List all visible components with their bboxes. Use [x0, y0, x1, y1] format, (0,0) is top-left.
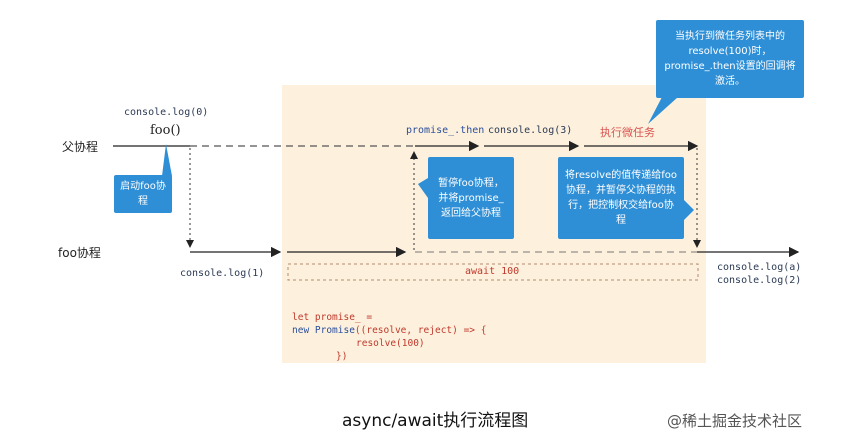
lane-label-parent: 父协程: [62, 140, 99, 154]
callout-pointer: [648, 97, 678, 124]
code-line-4: }): [336, 351, 348, 362]
label-log-2: console.log(2): [717, 275, 802, 286]
label-await: await 100: [465, 266, 520, 277]
code-keyword: new Promise: [292, 325, 355, 336]
label-log3: console.log(3): [488, 125, 573, 136]
label-promise-then: promise_.then: [406, 125, 485, 136]
start-foo-box: 启动foo协程: [114, 175, 172, 213]
pause-foo-box: 暂停foo协程，并将promise_返回给父协程: [428, 157, 514, 239]
lane-label-foo: foo协程: [58, 246, 101, 260]
resolve-box-pointer: [684, 200, 694, 220]
await-box: [287, 263, 699, 281]
label-log1: console.log(1): [180, 268, 265, 279]
diagram-caption: async/await执行流程图: [342, 411, 529, 431]
code-line-2-rest: ((resolve, reject) => {: [354, 325, 487, 336]
code-line-3: resolve(100): [356, 338, 425, 349]
resolve-pass-box: 将resolve的值传递给foo协程，并暂停父协程的执行，把控制权交给foo协程: [558, 157, 684, 239]
code-line-2: new Promise((resolve, reject) => {: [292, 324, 486, 337]
label-foo-call: foo(): [150, 123, 181, 138]
code-snippet: let promise_ = new Promise((resolve, rej…: [292, 311, 486, 363]
label-log-a: console.log(a): [717, 262, 802, 273]
code-line-1: let promise_ =: [292, 312, 373, 323]
pause-box-pointer: [418, 178, 428, 198]
label-log0: console.log(0): [124, 107, 209, 118]
label-microtask: 执行微任务: [600, 126, 655, 139]
start-box-pointer: [162, 144, 172, 176]
brand-watermark: @稀土掘金技术社区: [667, 412, 803, 430]
callout-box: 当执行到微任务列表中的resolve(100)时，promise_.then设置…: [656, 20, 804, 98]
